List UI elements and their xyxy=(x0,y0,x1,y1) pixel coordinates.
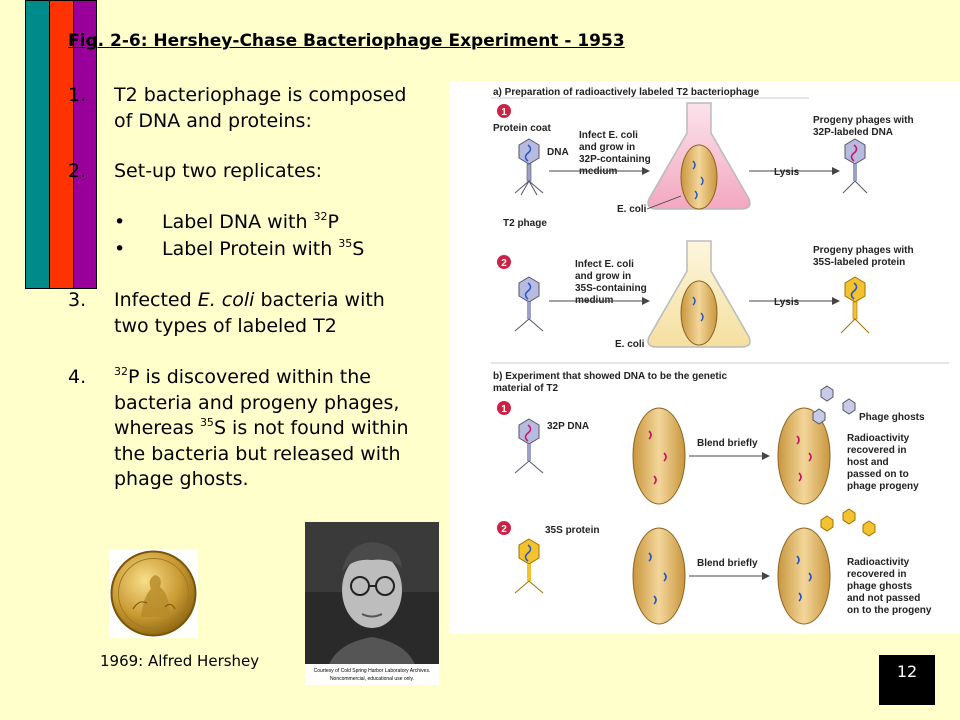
phage-ghosts-icon xyxy=(812,385,856,425)
point-4-line-5: phage ghosts. xyxy=(114,468,249,490)
radio-host-line-1: Radioactivity xyxy=(847,433,910,444)
point-1-line-1: T2 bacteriophage is composed xyxy=(114,84,407,106)
point-3-line-2: two types of labeled T2 xyxy=(114,315,337,337)
point-3-number: 3. xyxy=(68,289,87,311)
t2-phage-icon xyxy=(514,138,544,196)
flask-35s-icon xyxy=(647,240,751,348)
infect-32p-line-2: and grow in xyxy=(579,142,635,153)
dna-label: DNA xyxy=(547,147,569,158)
flask-32p-icon xyxy=(647,102,751,210)
point-2-line-1: Set-up two replicates: xyxy=(114,160,323,182)
point-4-line-4: the bacteria but released with xyxy=(114,443,401,465)
infect-35s-line-2: and grow in xyxy=(575,271,631,282)
radio-host-line-3: host and xyxy=(847,457,889,468)
phage-ghosts-label: Phage ghosts xyxy=(859,412,925,423)
s35-protein-label: 35S protein xyxy=(545,525,599,536)
decor-bar-red xyxy=(49,0,74,289)
photo-credit-line-2: Noncommercial, educational use only. xyxy=(330,676,414,682)
t2-phage-icon xyxy=(514,538,544,594)
ecoli-label: E. coli xyxy=(617,204,647,215)
progeny-32p-line-1: Progeny phages with xyxy=(813,115,914,126)
photo-credit-line-1: Courtesy of Cold Spring Harbor Laborator… xyxy=(314,668,431,674)
t2-phage-icon xyxy=(514,418,544,474)
radio-host-line-2: recovered in xyxy=(847,445,906,456)
bullet-mark: • xyxy=(114,211,126,233)
progeny-32p-line-2: 32P-labeled DNA xyxy=(813,127,893,138)
nobel-medal-image xyxy=(109,549,198,638)
bullet-label-protein: Label Protein with 35S xyxy=(162,237,365,260)
infect-35s-line-3: 35S-containing xyxy=(575,283,647,294)
ecoli-cell-icon xyxy=(777,527,831,625)
radio-host-line-5: phage progeny xyxy=(847,481,919,492)
ecoli-cell-icon xyxy=(632,407,686,505)
point-4-line-3: whereas 35S is not found within xyxy=(114,416,409,439)
phage-ghosts-icon xyxy=(820,508,876,537)
t2-phage-label: T2 phage xyxy=(503,218,547,229)
radio-ghost-line-1: Radioactivity xyxy=(847,557,910,568)
point-3-line-1: Infected E. coli bacteria with xyxy=(114,289,385,311)
bullet-mark: • xyxy=(114,238,126,260)
point-1-line-2: of DNA and proteins: xyxy=(114,110,312,132)
infect-35s-line-1: Infect E. coli xyxy=(575,259,634,270)
photo-caption: 1969: Alfred Hershey xyxy=(100,652,260,670)
progeny-35s-line-2: 35S-labeled protein xyxy=(813,257,905,268)
hershey-chase-figure: a) Preparation of radioactively labeled … xyxy=(449,81,960,634)
protein-coat-label: Protein coat xyxy=(493,123,551,134)
ecoli-cell-icon xyxy=(632,527,686,625)
page-number: 12 xyxy=(879,655,935,705)
infect-32p-line-1: Infect E. coli xyxy=(579,130,638,141)
bullet-label-dna: Label DNA with 32P xyxy=(162,210,339,233)
point-4-line-2: bacteria and progeny phages, xyxy=(114,392,400,414)
p32-dna-label: 32P DNA xyxy=(547,421,589,432)
figure-b-heading-line-2: material of T2 xyxy=(493,383,558,394)
lysis-label: Lysis xyxy=(774,167,800,178)
alfred-hershey-photo: Courtesy of Cold Spring Harbor Laborator… xyxy=(305,522,439,685)
step-2-number: 2 xyxy=(501,258,507,269)
decor-bar-teal xyxy=(25,0,50,289)
step-1-number: 1 xyxy=(501,404,507,415)
point-1-number: 1. xyxy=(68,84,87,106)
slide-title: Fig. 2-6: Hershey-Chase Bacteriophage Ex… xyxy=(68,31,625,51)
ecoli-cell-icon xyxy=(777,407,831,505)
blend-briefly-label: Blend briefly xyxy=(697,558,758,569)
step-2-badge xyxy=(497,521,511,535)
point-4-line-1: 32P is discovered within the xyxy=(114,365,371,388)
step-2-number: 2 xyxy=(501,524,507,535)
point-2-number: 2. xyxy=(68,160,87,182)
radio-host-line-4: passed on to xyxy=(847,469,909,480)
radio-ghost-line-2: recovered in xyxy=(847,569,906,580)
point-4-number: 4. xyxy=(68,366,87,388)
progeny-phage-icon xyxy=(840,276,870,334)
progeny-phage-icon xyxy=(842,138,868,194)
radio-ghost-line-4: and not passed xyxy=(847,593,920,604)
step-2-badge xyxy=(497,255,511,269)
figure-b-heading-line-1: b) Experiment that showed DNA to be the … xyxy=(493,371,728,382)
decor-bar-purple xyxy=(73,0,97,289)
step-1-badge xyxy=(497,401,511,415)
step-1-badge xyxy=(497,104,511,118)
blend-briefly-label: Blend briefly xyxy=(697,438,758,449)
radio-ghost-line-3: phage ghosts xyxy=(847,581,912,592)
lysis-label: Lysis xyxy=(774,297,800,308)
radio-ghost-line-5: on to the progeny xyxy=(847,605,932,616)
infect-32p-line-3: 32P-containing xyxy=(579,154,651,165)
step-1-number: 1 xyxy=(501,107,507,118)
ecoli-label: E. coli xyxy=(615,339,645,350)
figure-a-heading: a) Preparation of radioactively labeled … xyxy=(493,87,760,98)
progeny-35s-line-1: Progeny phages with xyxy=(813,245,914,256)
t2-phage-icon xyxy=(514,276,544,332)
